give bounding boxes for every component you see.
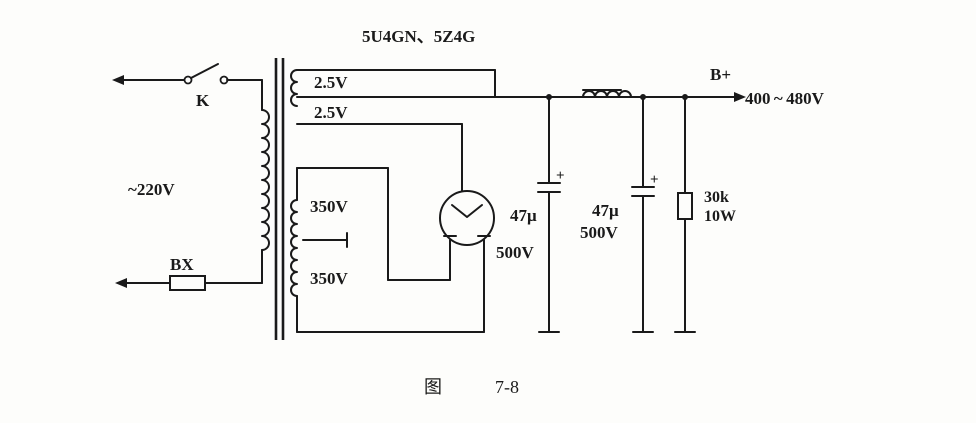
output-voltage-label: 400 ~ 480V — [745, 89, 825, 108]
tube-filament — [451, 204, 483, 218]
figure-caption-prefix: 图 — [424, 377, 442, 397]
secondary-circuit — [290, 69, 746, 333]
figure-caption-number: 7-8 — [495, 377, 519, 397]
bleeder-resistor — [677, 192, 693, 220]
hv-winding-top-label: 350V — [310, 197, 349, 216]
resistor-power-label: 10W — [704, 208, 736, 225]
cap2-capacitance-label: 47μ — [592, 201, 619, 220]
input-arrow-top — [112, 75, 124, 85]
cap2-polarity: + — [650, 172, 659, 188]
choke-inductor — [582, 90, 632, 98]
fuse-label: BX — [170, 255, 194, 274]
heater-winding-1-label: 2.5V — [314, 73, 348, 92]
output-arrow — [734, 92, 746, 102]
heater-winding — [290, 69, 298, 107]
input-arrow-bottom — [115, 278, 127, 288]
resistor-value-label: 30k — [704, 189, 729, 206]
hv-winding — [290, 199, 298, 297]
cap2-voltage-label: 500V — [580, 223, 619, 242]
switch-blade — [190, 63, 219, 79]
primary-circuit — [112, 63, 270, 291]
output-node-label: B+ — [710, 65, 731, 84]
hv-winding-bottom-label: 350V — [310, 269, 349, 288]
cap1-voltage-label: 500V — [496, 243, 535, 262]
rectifier-tube — [439, 190, 495, 246]
tube-type-label: 5U4GN、5Z4G — [362, 27, 475, 46]
mains-voltage-label: ~220V — [128, 180, 175, 199]
cap1-polarity: + — [556, 168, 565, 184]
cap1-capacitance-label: 47μ — [510, 206, 537, 225]
primary-winding — [261, 109, 270, 251]
fuse — [169, 275, 206, 291]
heater-winding-2-label: 2.5V — [314, 103, 348, 122]
switch-label: K — [196, 91, 210, 110]
switch-contact-left — [183, 75, 193, 85]
